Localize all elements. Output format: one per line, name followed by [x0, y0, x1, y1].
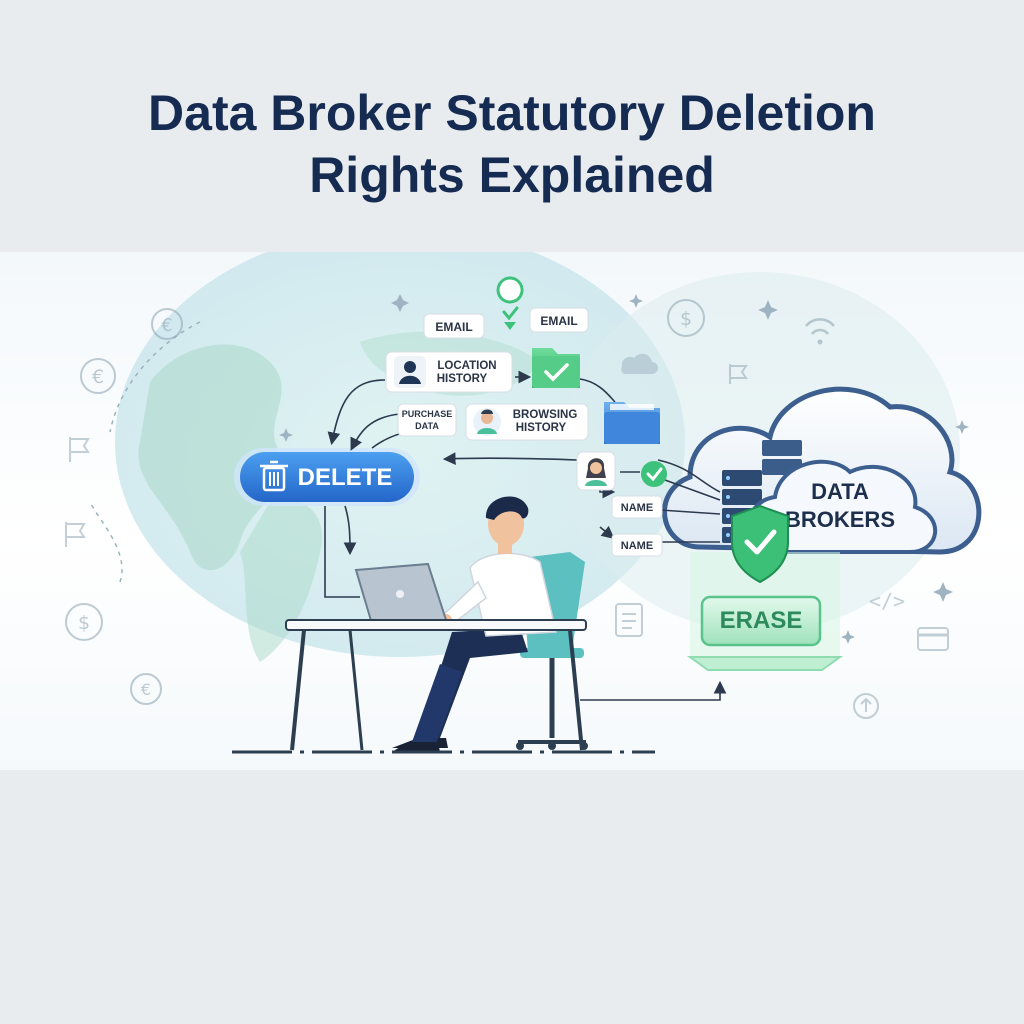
wifi-icon — [805, 318, 835, 345]
delete-button[interactable]: DELETE — [234, 448, 420, 506]
tag-purchase-data: PURCHASE DATA — [397, 403, 457, 437]
flag-icon — [69, 437, 90, 462]
tag-location-line-1: LOCATION — [437, 360, 496, 372]
tag-location-line-2: HISTORY — [437, 373, 488, 385]
tag-location-history: LOCATION HISTORY — [385, 351, 513, 393]
desk — [285, 619, 587, 751]
svg-text:$: $ — [78, 612, 90, 634]
code-icon: </> — [869, 589, 905, 613]
folder-icon — [604, 402, 660, 444]
tag-browsing-line-1: BROWSING — [513, 409, 578, 421]
euro-icon: € — [130, 673, 162, 705]
erase-button[interactable]: ERASE — [700, 595, 822, 647]
page-title: Data Broker Statutory Deletion Rights Ex… — [0, 82, 1024, 206]
tag-name-upper: NAME — [611, 495, 663, 519]
flag-icon — [65, 522, 86, 547]
tag-name-lower: NAME — [611, 533, 663, 557]
tag-browsing-line-2: HISTORY — [516, 422, 567, 434]
illustration: € € $ € $ </> — [0, 252, 1024, 770]
title-band — [0, 0, 1024, 250]
dollar-icon: $ — [667, 299, 705, 337]
data-brokers-line-1: DATA — [811, 479, 869, 504]
tag-purchase-line-2: DATA — [415, 421, 439, 431]
connector-lines — [324, 370, 727, 701]
document-icon — [615, 603, 643, 637]
check-icon — [496, 276, 524, 330]
tag-purchase-line-1: PURCHASE — [402, 409, 453, 419]
euro-icon: € — [151, 308, 183, 340]
title-line-1: Data Broker Statutory Deletion — [148, 85, 876, 141]
svg-text:$: $ — [680, 308, 692, 330]
svg-text:€: € — [92, 366, 104, 388]
dollar-icon: $ — [65, 603, 103, 641]
flag-icon — [729, 364, 748, 384]
cloud-icon — [621, 353, 658, 374]
tag-browsing-history: BROWSING HISTORY — [465, 403, 589, 441]
svg-text:€: € — [161, 315, 172, 336]
folder-icon — [532, 348, 580, 388]
data-brokers-line-2: BROKERS — [785, 507, 895, 532]
erase-label: ERASE — [720, 607, 803, 634]
title-line-2: Rights Explained — [309, 147, 715, 203]
user-avatar-icon — [394, 356, 426, 388]
cloud-upload-icon — [853, 693, 879, 719]
bottom-band — [0, 770, 1024, 1024]
card-icon — [917, 627, 949, 651]
tag-email-right-label: EMAIL — [540, 314, 577, 328]
check-icon — [641, 461, 667, 487]
trash-icon — [260, 460, 288, 492]
tag-email-left-label: EMAIL — [435, 320, 472, 334]
shield-icon — [731, 504, 789, 584]
svg-text:</>: </> — [869, 589, 905, 613]
illustration-svg: € € $ € $ </> — [65, 252, 982, 754]
user-avatar-icon — [473, 408, 501, 436]
tag-name-upper-label: NAME — [621, 502, 653, 514]
tag-email-left: EMAIL — [423, 313, 485, 339]
sparkle-icons — [279, 294, 969, 644]
tag-name-lower-label: NAME — [621, 540, 653, 552]
euro-icon: € — [80, 358, 116, 394]
tag-email-right: EMAIL — [529, 307, 589, 333]
user-avatar-icon — [576, 451, 616, 491]
svg-text:€: € — [141, 680, 151, 699]
delete-label: DELETE — [298, 464, 393, 491]
